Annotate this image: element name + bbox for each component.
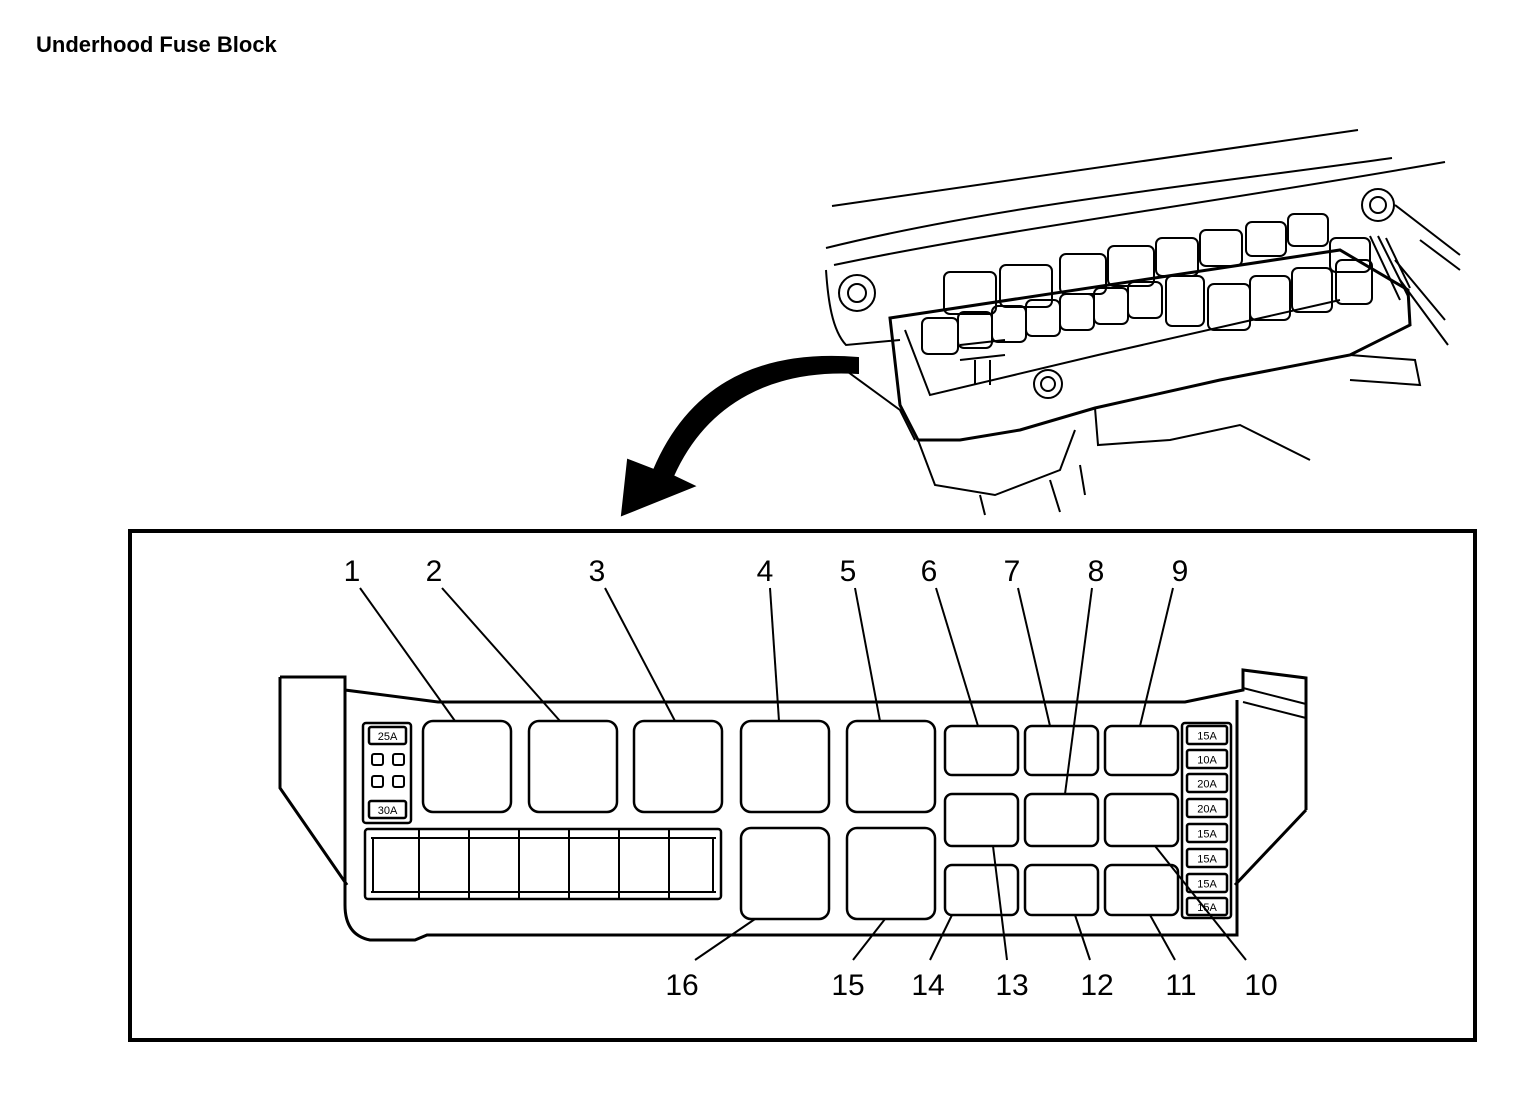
fuse-rating-6: 15A xyxy=(1197,854,1217,866)
relay-11 xyxy=(1103,863,1180,917)
pointer-arrow xyxy=(620,355,859,517)
callout-3: 3 xyxy=(589,555,606,588)
fuse-rating-3: 20A xyxy=(1197,779,1217,791)
callout-15: 15 xyxy=(831,969,864,1002)
callout-1: 1 xyxy=(344,555,361,588)
relay-4 xyxy=(739,719,831,814)
callout-10: 10 xyxy=(1244,969,1277,1002)
left-fuse-pair: 25A 30A xyxy=(361,721,413,825)
relay-5 xyxy=(845,719,937,814)
relay-15 xyxy=(845,826,937,921)
callout-13: 13 xyxy=(995,969,1028,1002)
mini-fuse-column: 15A 10A 20A 20A 15A 15A 15A 15A xyxy=(1180,721,1233,920)
callout-11: 11 xyxy=(1165,969,1196,1002)
callout-6: 6 xyxy=(921,555,938,588)
relay-6 xyxy=(943,724,1020,777)
callout-5: 5 xyxy=(840,555,857,588)
callout-2: 2 xyxy=(426,555,443,588)
detail-frame xyxy=(128,529,1477,1042)
fuse-rating-5: 15A xyxy=(1197,829,1217,841)
engine-compartment-illustration xyxy=(825,129,1461,516)
relay-7 xyxy=(1023,724,1100,777)
fuse-rating-30a: 30A xyxy=(378,805,398,817)
callout-16: 16 xyxy=(665,969,698,1002)
fuse-rating-4: 20A xyxy=(1197,804,1217,816)
fuse-block-outline xyxy=(278,668,1308,942)
callout-12: 12 xyxy=(1080,969,1113,1002)
maxi-fuse-row xyxy=(363,827,723,901)
relay-2 xyxy=(527,719,619,814)
callout-7: 7 xyxy=(1004,555,1021,588)
fuse-rating-2: 10A xyxy=(1197,755,1217,767)
relay-13 xyxy=(943,792,1020,848)
relay-3 xyxy=(632,719,724,814)
relay-10 xyxy=(1103,792,1180,848)
relay-14 xyxy=(943,863,1020,917)
relay-1 xyxy=(421,719,513,814)
fuse-rating-1: 15A xyxy=(1197,731,1217,743)
fuse-rating-25a: 25A xyxy=(378,731,398,743)
leader-lines xyxy=(359,587,1247,961)
relay-8 xyxy=(1023,792,1100,848)
fuse-rating-7: 15A xyxy=(1197,879,1217,891)
callout-8: 8 xyxy=(1088,555,1105,588)
relay-16 xyxy=(739,826,831,921)
relay-9 xyxy=(1103,724,1180,777)
callout-4: 4 xyxy=(757,555,774,588)
page-title: Underhood Fuse Block xyxy=(36,32,277,57)
callout-9: 9 xyxy=(1172,555,1189,588)
callout-14: 14 xyxy=(911,969,944,1002)
relay-12 xyxy=(1023,863,1100,917)
